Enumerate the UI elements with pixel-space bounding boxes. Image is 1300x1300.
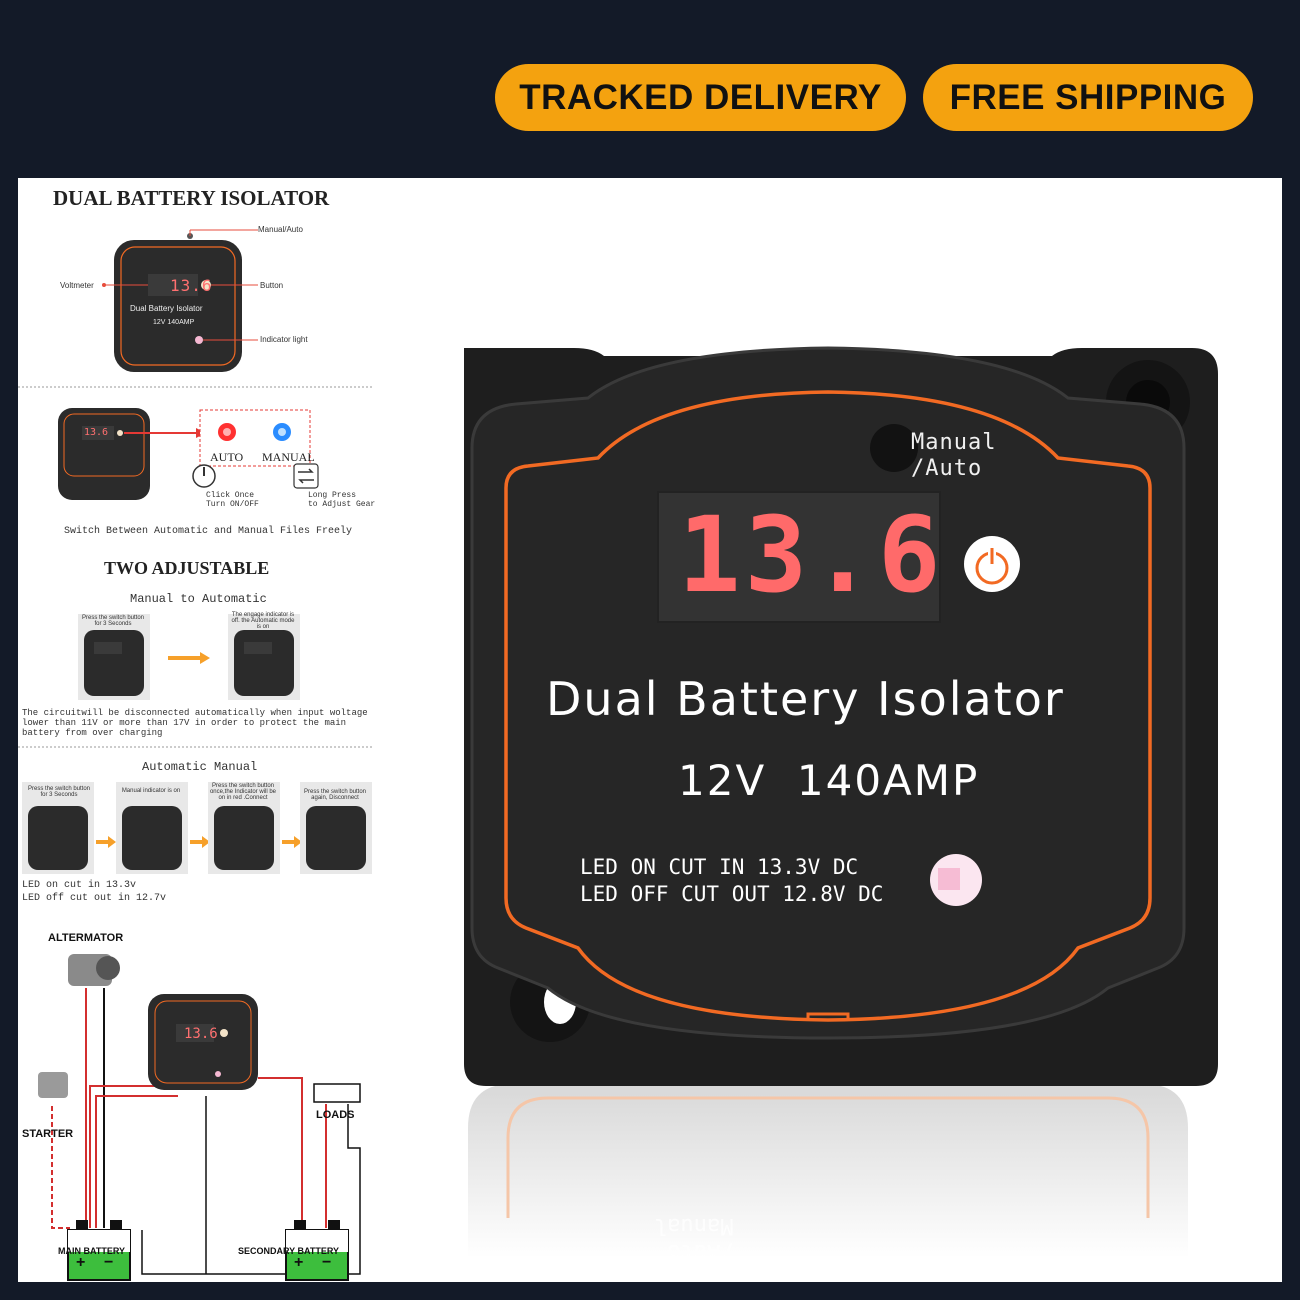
product-illustration [464,346,1218,1258]
auto-step-3: Press the switch button once,the Indicat… [209,783,277,801]
tracked-delivery-badge[interactable]: TRACKED DELIVERY [495,64,906,131]
free-shipping-badge[interactable]: FREE SHIPPING [923,64,1253,131]
mini-device-trim [120,246,236,366]
manual-to-auto-subtitle: Manual to Automatic [130,592,267,606]
secondary-plus: + [294,1254,304,1271]
auto-step-2: Manual indicator is on [121,788,181,794]
mini-reading: 13.6 [170,276,213,295]
loads-label: LOADS [316,1109,355,1121]
led-legend-box [199,409,311,467]
auto-step-1: Press the switch button for 3 Seconds [27,786,91,798]
led-on-note: LED on cut in 13.3v [22,880,137,891]
mini-indicator [195,336,203,344]
auto-label: AUTO [210,450,244,464]
main-plus: + [76,1254,86,1271]
wiring-reading: 13.6 [184,1026,218,1042]
step-arrow [168,652,210,664]
callout-indicator-light: Indicator light [260,335,308,344]
manual-label-large: Manual /Auto [911,430,996,482]
callout-manual-auto: Manual/Auto [258,225,303,234]
mini-device-rating: 12V 140AMP [153,319,195,326]
switch-freely-text: Switch Between Automatic and Manual File… [64,526,353,537]
secondary-battery-label: SECONDARY BATTERY [238,1246,340,1256]
product-reflection [468,1084,1188,1258]
loads-box [313,1083,361,1103]
device-body [470,346,1186,1040]
led-off-note: LED off cut out in 12.7v [22,893,167,904]
manual-auto-knob [870,424,918,472]
callout-button: Button [260,281,284,290]
auto-step-4: Press the switch button again, Disconnec… [303,789,367,801]
reflection-text: /Auto Manual [654,1212,733,1264]
voltage-reading: 13.6 [678,494,945,616]
main-minus: − [104,1254,114,1271]
mini-device-name: Dual Battery Isolator [130,304,203,313]
voltmeter-display [657,491,941,623]
manual-step-1: Press the switch button for 3 Seconds [81,615,145,627]
divider [18,386,373,388]
modes-reading: 13.6 [84,427,109,438]
adjust-gear-label: to Adjust Gear [308,500,376,509]
two-adjustable-title: TWO ADJUSTABLE [104,558,270,578]
led-on-spec: LED ON CUT IN 13.3V DC [580,855,859,879]
protection-note: The circuitwill be disconnected automati… [22,708,368,738]
mini-button [201,280,211,290]
starter-label: STARTER [22,1128,74,1140]
main-battery-label: MAIN BATTERY [58,1246,125,1256]
cycle-icon [293,463,319,489]
mini-display [148,274,198,296]
divider-2 [18,746,373,748]
product-name: Dual Battery Isolator [546,672,1065,726]
callout-diagram [102,229,258,372]
mini-device-body [114,240,242,372]
modes-device-body [58,408,150,500]
secondary-minus: − [322,1254,332,1271]
product-rating: 12V 140AMP [678,756,980,805]
led-off-spec: LED OFF CUT OUT 12.8V DC [580,882,884,906]
altermator-label: ALTERMATOR [48,932,124,944]
manual-step-2: The engage indicator is off. the Automat… [231,612,295,630]
turn-on-off-label: Turn ON/OFF [206,500,259,509]
starter-icon [38,1072,68,1098]
auto-to-manual-steps [22,782,372,874]
modes-diagram [58,408,319,500]
product-image-panel: DUAL BATTERY ISOLATOR 13.6 Dual Battery … [18,178,1282,1282]
manual-label: MANUAL [262,450,315,464]
click-once-label: Click Once [206,491,255,500]
led-spec-block: LED ON CUT IN 13.3V DC LED OFF CUT OUT 1… [580,854,883,908]
manual-text: Manual [911,430,997,455]
long-press-label: Long Press [308,491,357,500]
auto-manual-subtitle: Automatic Manual [142,760,258,774]
callout-voltmeter: Voltmeter [60,281,94,290]
reflection-auto: Manual [654,1213,734,1238]
infographic-title: DUAL BATTERY ISOLATOR [53,186,330,210]
reflection-manual: /Auto [667,1239,734,1264]
manual-to-auto-steps [78,614,300,700]
wiring-diagram [38,954,361,1281]
device-trim [504,390,1152,1022]
auto-text: /Auto [911,456,983,481]
